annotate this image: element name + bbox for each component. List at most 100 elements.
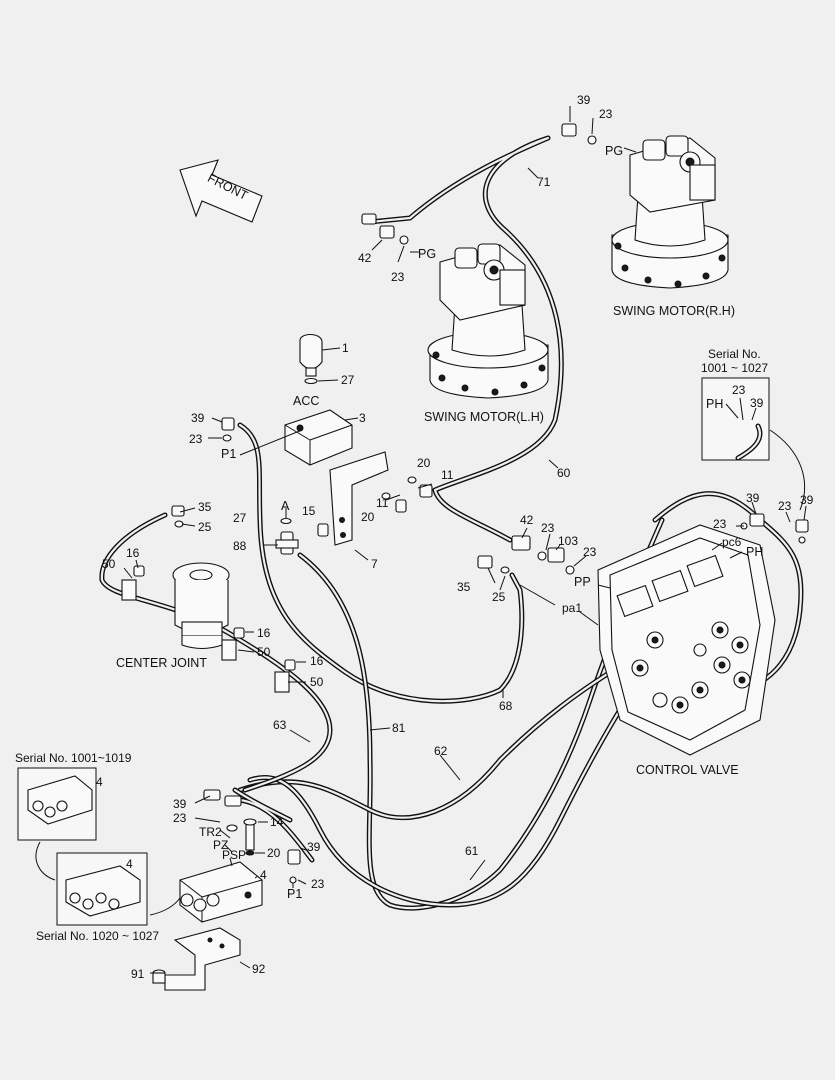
callout: 20 <box>267 846 281 860</box>
swing-motor-left: SWING MOTOR(L.H) <box>424 243 549 424</box>
callout: 11 <box>441 468 454 482</box>
port-label: PZ <box>213 838 228 852</box>
hose-60 <box>652 491 804 693</box>
callout: 81 <box>392 721 406 735</box>
callout: 39 <box>750 396 764 410</box>
serial-block-bottom-label: Serial No. 1020 ~ 1027 <box>36 929 159 943</box>
callout: 23 <box>311 877 325 891</box>
port-label: A <box>281 499 290 513</box>
callout: 23 <box>732 383 746 397</box>
callout: 4 <box>260 868 267 882</box>
callout: 16 <box>310 654 324 668</box>
callout: 20 <box>417 456 431 470</box>
callout: 39 <box>191 411 205 425</box>
callout: 39 <box>800 493 814 507</box>
tee-fitting-88 <box>275 517 299 555</box>
port-label: PG <box>418 247 436 261</box>
hose-pilot-short <box>232 787 315 863</box>
port-label: PG <box>605 144 623 158</box>
callout: 35 <box>198 500 212 514</box>
callout: 50 <box>102 557 116 571</box>
callout: 16 <box>126 546 140 560</box>
serial-block-top-label: Serial No. 1001~1019 <box>15 751 132 765</box>
hose-71 <box>367 135 564 543</box>
callout: 27 <box>233 511 247 525</box>
callout: 7 <box>371 557 378 571</box>
callout: 15 <box>302 504 316 518</box>
callout: 1 <box>342 341 349 355</box>
hose-62 <box>237 657 633 821</box>
callout: 60 <box>557 466 571 480</box>
callout: 14 <box>270 815 284 829</box>
callout: 92 <box>252 962 266 976</box>
serial-ph-line2: 1001 ~ 1027 <box>701 361 768 375</box>
callout: 23 <box>541 521 555 535</box>
hose-63 <box>99 512 333 793</box>
swing-motor-lh-label: SWING MOTOR(L.H) <box>424 410 544 424</box>
bolt-91 <box>152 969 166 984</box>
bracket-7 <box>329 451 389 546</box>
callout: 23 <box>173 811 187 825</box>
callout: 3 <box>359 411 366 425</box>
fittings <box>133 123 809 884</box>
callout: 20 <box>361 510 375 524</box>
callout: 50 <box>310 675 324 689</box>
callout: 39 <box>746 491 760 505</box>
callout: 91 <box>131 967 145 981</box>
callout: 50 <box>257 645 271 659</box>
acc-valve-block <box>284 409 353 466</box>
callout: 42 <box>520 513 534 527</box>
callout: 23 <box>583 545 597 559</box>
callout: 11 <box>376 496 389 510</box>
callout: 23 <box>189 432 203 446</box>
port-label: TR2 <box>199 825 222 839</box>
callout: 39 <box>577 93 591 107</box>
callout: 68 <box>499 699 513 713</box>
pilot-block-4 <box>179 861 263 923</box>
port-label: PP <box>574 575 591 589</box>
swing-motor-right: SWING MOTOR(R.H) <box>611 135 735 318</box>
leader-lines <box>123 106 807 974</box>
port-label: PSP <box>222 848 246 862</box>
callout: 62 <box>434 744 448 758</box>
accumulator <box>299 333 323 385</box>
port-label: ACC <box>293 394 319 408</box>
callout: 23 <box>391 270 405 284</box>
callout: 4 <box>126 857 133 871</box>
bracket-92 <box>164 927 241 991</box>
serial-box-bottom: Serial No. 1020 ~ 1027 <box>36 852 181 943</box>
bolt-14 <box>243 818 257 856</box>
callout: 39 <box>307 840 321 854</box>
callout: 25 <box>492 590 506 604</box>
callout: 103 <box>558 534 578 548</box>
callout: 23 <box>599 107 613 121</box>
port-label: PH <box>706 397 723 411</box>
callout: 16 <box>257 626 271 640</box>
callout: 88 <box>233 539 247 553</box>
callout: 63 <box>273 718 287 732</box>
callout: 39 <box>173 797 187 811</box>
callout: 23 <box>713 517 727 531</box>
port-label: pc6 <box>722 535 742 549</box>
serial-ph-line1: Serial No. <box>708 347 761 361</box>
serial-box-top: Serial No. 1001~1019 <box>15 751 132 881</box>
front-direction-arrow: FRONT <box>179 159 263 223</box>
swing-motor-rh-label: SWING MOTOR(R.H) <box>613 304 735 318</box>
port-labels: PG PG ACC A P1 P1 PH PH pc6 PP pa1 TR2 P… <box>199 144 763 901</box>
port-label: P1 <box>221 447 236 461</box>
callout: 25 <box>198 520 212 534</box>
callout-labels: 1 27 3 39 23 20 11 20 11 7 15 27 88 35 2… <box>96 93 814 981</box>
hose-68 <box>237 422 525 704</box>
callout: 35 <box>457 580 471 594</box>
callout: 4 <box>96 775 103 789</box>
callout: 71 <box>537 175 551 189</box>
callout: 61 <box>465 844 479 858</box>
callout: 27 <box>341 373 355 387</box>
port-label: PH <box>746 545 763 559</box>
control-valve-label: CONTROL VALVE <box>636 763 739 777</box>
port-label: pa1 <box>562 601 582 615</box>
control-valve: CONTROL VALVE <box>597 524 776 777</box>
serial-box-ph: Serial No. 1001 ~ 1027 <box>701 347 806 511</box>
clamps-50 <box>121 579 290 693</box>
